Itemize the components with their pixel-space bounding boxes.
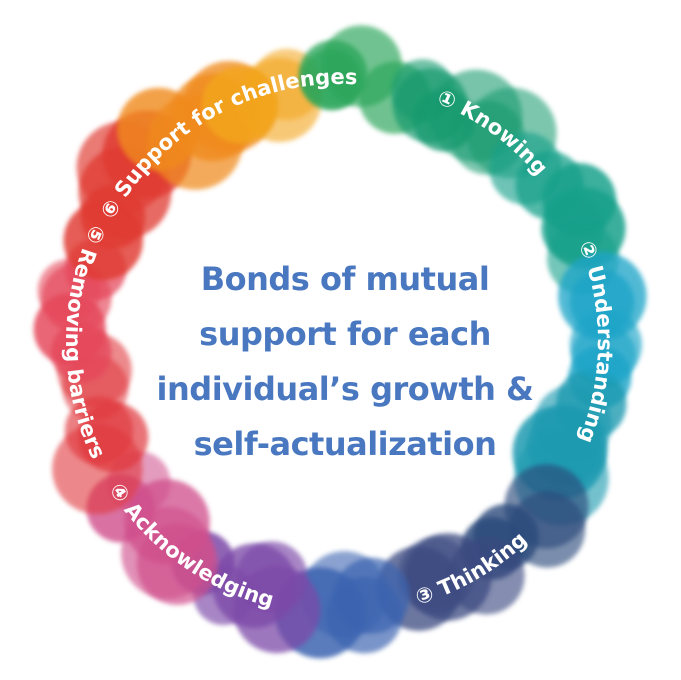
center-line: Bonds of mutual [200,260,490,298]
color-blob [569,308,642,381]
center-message: Bonds of mutual support for each individ… [130,252,560,472]
center-line: self-actualization [193,425,497,463]
color-blobs [33,25,647,659]
center-line: individual’s growth & [156,370,534,408]
center-line: support for each [199,315,491,353]
